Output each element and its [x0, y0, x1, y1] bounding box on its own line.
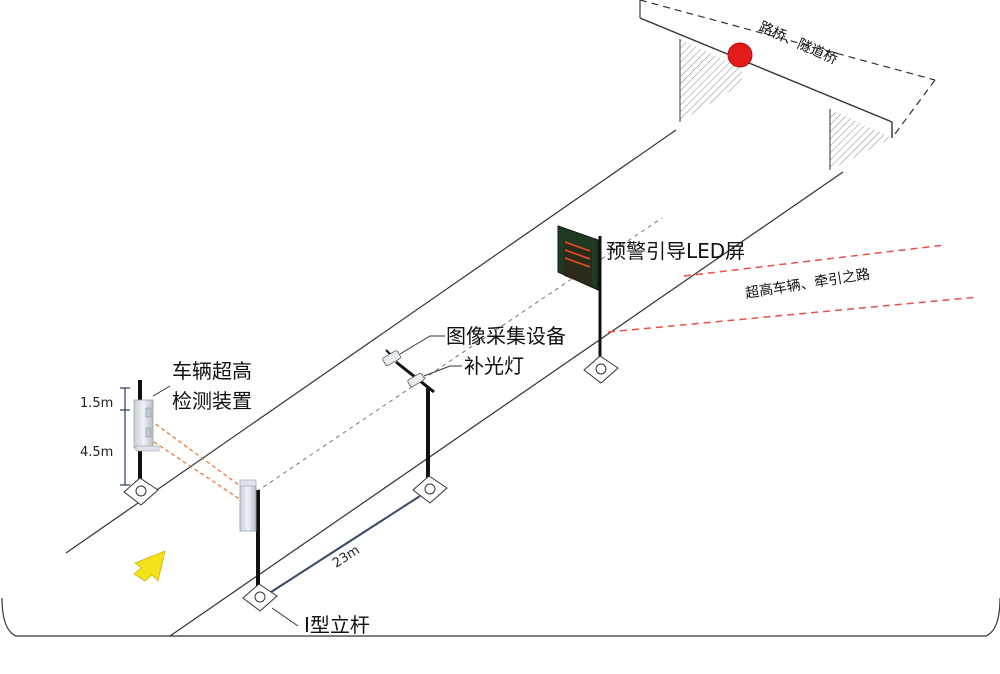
detour-line-upper [683, 244, 946, 277]
fill-light-device [407, 372, 425, 388]
distance-line [267, 495, 421, 595]
leader-fill-light [423, 365, 462, 377]
detour-line-lower [607, 296, 979, 333]
camera-device [382, 350, 401, 366]
bridge-pier-right-hatch [830, 108, 892, 170]
road-edge-lower [169, 171, 844, 637]
pole-label: I型立杆 [304, 613, 370, 637]
dimension-bottom-label: 4.5m [80, 445, 113, 460]
distance-label: 23m [330, 543, 363, 571]
bridge: 路桥、隧道桥 [635, 0, 936, 170]
height-detector-left [123, 380, 160, 506]
height-dimension: 1.5m 4.5m [80, 387, 130, 486]
camera-pole [382, 349, 448, 504]
height-detector-right [239, 479, 278, 612]
sight-line [249, 217, 663, 497]
detour-label: 超高车辆、牵引之路 [744, 265, 871, 302]
leader-pole [271, 607, 299, 627]
detector-unit-left [133, 399, 154, 449]
dimension-top-label: 1.5m [80, 396, 113, 411]
detection-beam-lower [147, 437, 242, 501]
detection-beam-upper [149, 419, 244, 489]
bridge-deck [635, 0, 935, 138]
led-screen-assembly [557, 225, 619, 384]
camera-label: 图像采集设备 [446, 324, 566, 348]
fill-light-label: 补光灯 [464, 354, 524, 378]
led-screen-label: 预警引导LED屏 [606, 239, 745, 263]
leader-camera [399, 335, 445, 355]
road-edge-upper [65, 129, 677, 554]
leader-detector [152, 385, 171, 397]
detector-unit-right [239, 484, 257, 532]
frame-border [1, 597, 1000, 637]
detector-label-line1: 车辆超高 [172, 359, 252, 383]
detector-label-line2: 检测装置 [172, 389, 252, 413]
warning-light-icon [727, 42, 753, 68]
direction-arrow-icon [133, 550, 166, 582]
